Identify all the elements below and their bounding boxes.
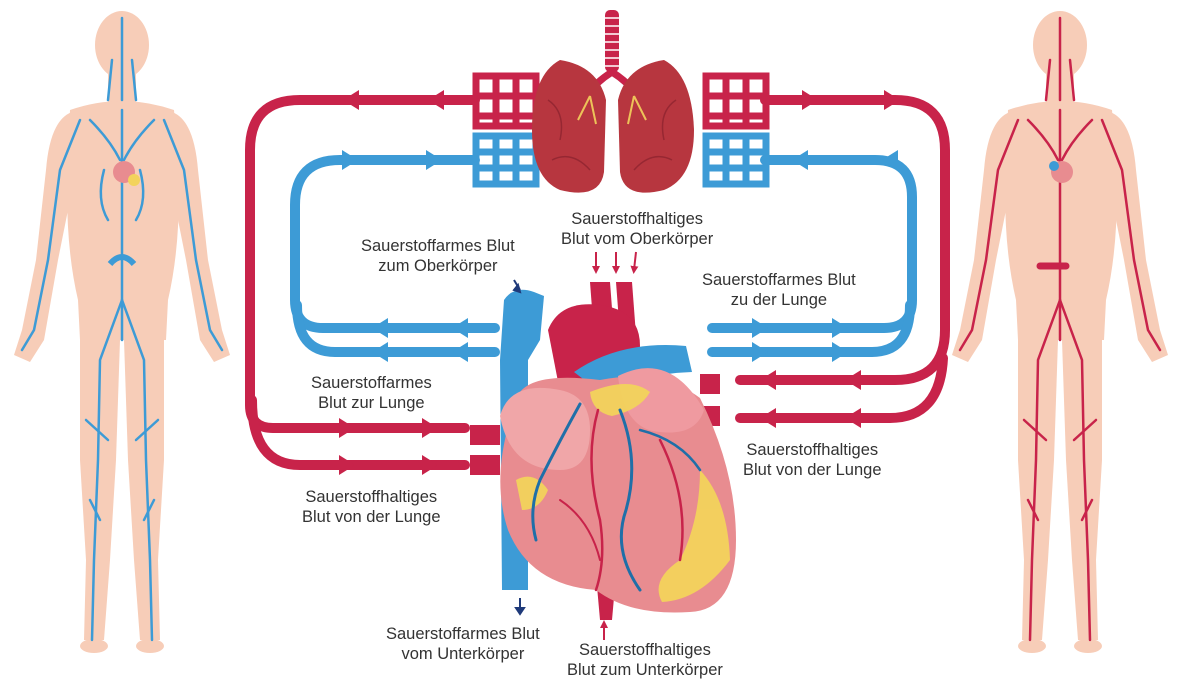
arterial-system-figure-icon <box>952 11 1168 653</box>
label-line: Sauerstoffarmes Blut <box>386 624 540 644</box>
label-deox-from-lower-body: Sauerstoffarmes Blut vom Unterkörper <box>386 624 540 664</box>
label-line: Blut von der Lunge <box>743 460 882 480</box>
label-line: vom Unterkörper <box>386 644 540 664</box>
label-ox-from-lung-left: Sauerstoffhaltiges Blut von der Lunge <box>302 487 441 527</box>
lung-capillary-grid-right <box>706 76 766 184</box>
label-line: Sauerstoffhaltiges <box>567 640 723 660</box>
label-line: Sauerstoffhaltiges <box>743 440 882 460</box>
label-deox-to-lung-right: Sauerstoffarmes Blut zu der Lunge <box>702 270 856 310</box>
label-line: Sauerstoffarmes <box>311 373 432 393</box>
label-line: Blut zur Lunge <box>311 393 432 413</box>
label-line: zum Oberkörper <box>361 256 515 276</box>
label-line: Sauerstoffhaltiges <box>302 487 441 507</box>
label-ox-from-lung-right: Sauerstoffhaltiges Blut von der Lunge <box>743 440 882 480</box>
label-deox-to-lung-left: Sauerstoffarmes Blut zur Lunge <box>311 373 432 413</box>
label-line: Sauerstoffarmes Blut <box>361 236 515 256</box>
venous-system-figure-icon <box>14 11 230 653</box>
lungs-icon <box>532 10 694 193</box>
label-line: Sauerstoffhaltiges <box>561 209 713 229</box>
label-line: Blut von der Lunge <box>302 507 441 527</box>
label-line: zu der Lunge <box>702 290 856 310</box>
label-ox-from-upper-body: Sauerstoffhaltiges Blut vom Oberkörper <box>561 209 713 249</box>
label-line: Blut zum Unterkörper <box>567 660 723 680</box>
label-ox-to-lower-body: Sauerstoffhaltiges Blut zum Unterkörper <box>567 640 723 680</box>
heart-icon <box>470 282 736 620</box>
lung-capillary-grid-left <box>476 76 536 184</box>
label-deox-to-upper-body: Sauerstoffarmes Blut zum Oberkörper <box>361 236 515 276</box>
label-line: Blut vom Oberkörper <box>561 229 713 249</box>
label-line: Sauerstoffarmes Blut <box>702 270 856 290</box>
